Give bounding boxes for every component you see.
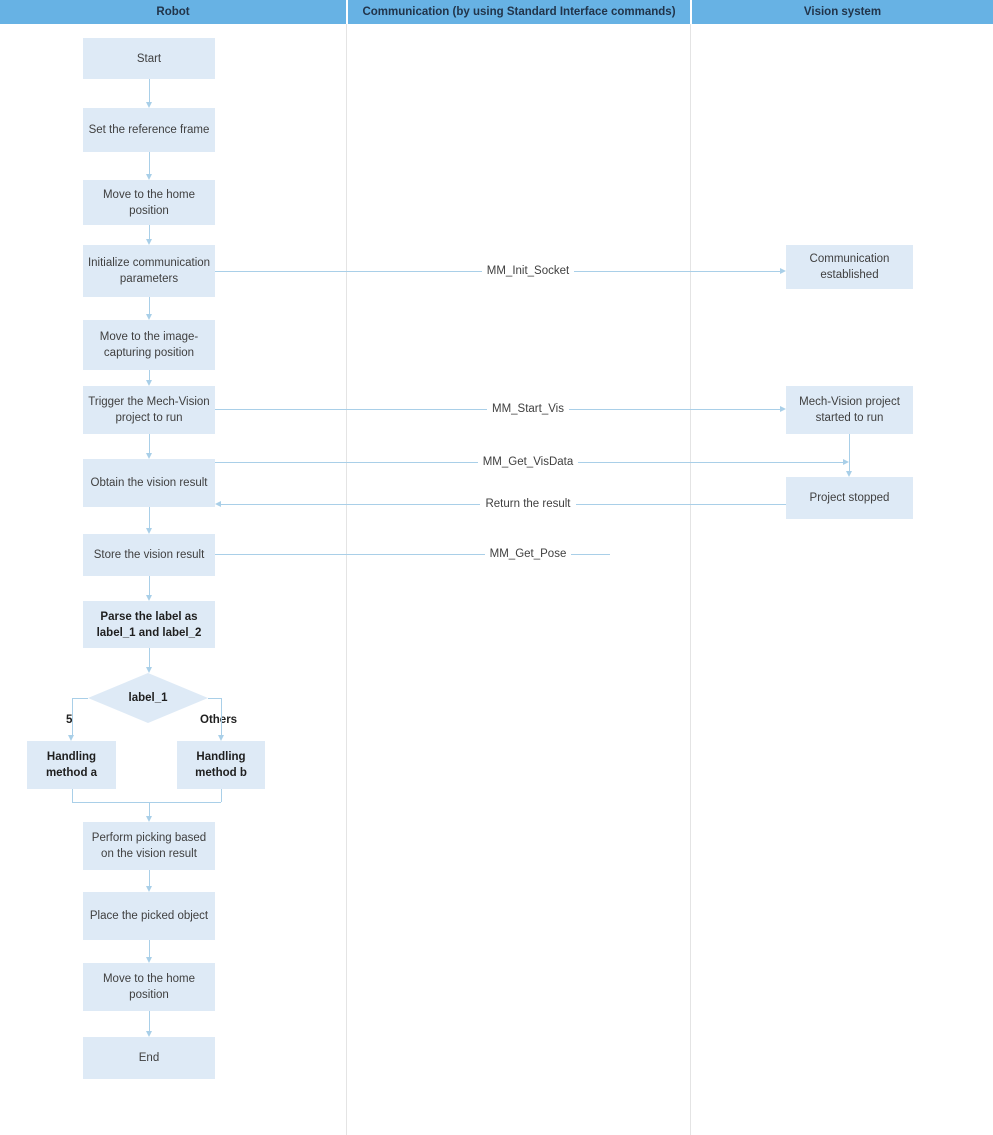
node-handling-a[interactable]: Handling method a [27, 741, 116, 789]
connector-init-comm-to-move-capture [149, 297, 150, 315]
node-label: Parse the label as label_1 and label_2 [96, 610, 202, 639]
connector-set-ref-frame-to-move-home-1 [149, 152, 150, 175]
node-set-ref-frame[interactable]: Set the reference frame [83, 108, 215, 152]
lane-header-vision-system: Vision system [803, 6, 882, 18]
connector-perform-picking-to-place-object [149, 870, 150, 887]
connector-get-pose [215, 554, 610, 555]
connector-decision-right-horizontal [208, 698, 221, 699]
lane-divider-communication-vision [690, 24, 691, 1135]
connector-decision-right-vertical [221, 698, 222, 736]
node-move-home-1[interactable]: Move to the home position [83, 180, 215, 225]
arrowhead-get-visdata [843, 458, 849, 465]
node-label: Set the reference frame [88, 124, 210, 136]
branch-label-branch-5: 5 [66, 714, 73, 726]
connector-place-object-to-move-home-2 [149, 940, 150, 958]
node-label: Move to the home position [102, 973, 196, 1001]
node-start[interactable]: Start [83, 38, 215, 79]
message-label-mm-get-pose: MM_Get_Pose [484, 547, 572, 561]
connector-trigger-vision-to-obtain-result [149, 434, 150, 454]
node-parse-label[interactable]: Parse the label as label_1 and label_2 [83, 601, 215, 648]
connector-decision-left-vertical [71, 698, 73, 736]
connector-move-home-2-to-end [149, 1011, 150, 1032]
node-label: End [138, 1052, 160, 1064]
lane-header-robot: Robot [156, 6, 190, 18]
arrowhead-trigger-vision-to-obtain-result [145, 453, 152, 459]
arrowhead-place-object-to-move-home-2 [145, 957, 152, 963]
node-label: Project stopped [809, 492, 890, 504]
connector-handling-b-down [221, 789, 222, 802]
node-label: Mech-Vision project started to run [799, 396, 900, 424]
arrowhead-init-socket [780, 267, 786, 274]
connector-vision-started-to-stopped [849, 434, 850, 472]
arrowhead-perform-picking-to-place-object [145, 886, 152, 892]
node-place-object[interactable]: Place the picked object [83, 892, 215, 940]
arrowhead-set-ref-frame-to-move-home-1 [145, 174, 152, 180]
header-separator-right [690, 0, 692, 24]
arrowhead-vision-started-to-stopped [845, 471, 852, 477]
diamond-shape [88, 673, 208, 723]
node-project-started[interactable]: Mech-Vision project started to run [786, 386, 913, 434]
lane-header-band [0, 0, 993, 24]
branch-label-branch-others: Others [200, 714, 238, 726]
header-separator-left [346, 0, 348, 24]
connector-decision-left-horizontal [71, 698, 88, 699]
node-init-comm[interactable]: Initialize communication parameters [83, 245, 215, 297]
node-label: Handling method b [195, 751, 247, 779]
arrowhead-start-to-set-ref-frame [145, 102, 152, 108]
node-label: Trigger the Mech-Vision project to run [88, 396, 210, 424]
node-label: Move to the image-capturing position [99, 331, 199, 359]
arrowhead-move-home-1-to-init-comm [145, 239, 152, 245]
node-project-stopped[interactable]: Project stopped [786, 477, 913, 519]
node-move-home-2[interactable]: Move to the home position [83, 963, 215, 1011]
node-label: Start [136, 52, 162, 65]
arrowhead-init-comm-to-move-capture [145, 314, 152, 320]
node-label: Obtain the vision result [90, 477, 208, 489]
node-label: Store the vision result [93, 549, 205, 561]
lane-divider-robot-communication [346, 24, 347, 1135]
node-perform-picking[interactable]: Perform picking based on the vision resu… [83, 822, 215, 870]
node-end[interactable]: End [83, 1037, 215, 1079]
connector-obtain-result-to-store-result [149, 507, 150, 529]
arrowhead-decision-to-handling-b [217, 735, 224, 741]
message-label-mm-start-vis: MM_Start_Vis [486, 402, 569, 416]
decision-label-1-decision[interactable]: label_1 [88, 673, 208, 723]
node-handling-b[interactable]: Handling method b [177, 741, 265, 789]
decision-label: label_1 [128, 692, 168, 704]
node-label: Perform picking based on the vision resu… [91, 832, 207, 860]
node-label: Initialize communication parameters [87, 257, 211, 285]
connector-merge-to-picking [149, 802, 150, 817]
arrowhead-return-result [215, 500, 221, 507]
node-label: Handling method a [45, 751, 98, 779]
node-comm-established[interactable]: Communication established [786, 245, 913, 289]
node-move-capture[interactable]: Move to the image-capturing position [83, 320, 215, 370]
arrowhead-obtain-result-to-store-result [145, 528, 152, 534]
node-trigger-vision[interactable]: Trigger the Mech-Vision project to run [83, 386, 215, 434]
arrowhead-move-capture-to-trigger-vision [145, 380, 152, 386]
node-obtain-result[interactable]: Obtain the vision result [83, 459, 215, 507]
arrowhead-decision-to-handling-a [68, 735, 74, 741]
connector-merge-horizontal [71, 802, 221, 803]
connector-store-result-to-parse-label [149, 576, 150, 596]
connector-handling-a-down [71, 789, 73, 802]
arrowhead-start-vis [780, 405, 786, 412]
arrowhead-parse-to-decision [145, 667, 152, 673]
node-label: Place the picked object [89, 910, 209, 922]
arrowhead-merge-to-picking [145, 816, 152, 822]
message-label-mm-init-socket: MM_Init_Socket [481, 264, 575, 278]
node-label: Communication established [809, 253, 890, 281]
connector-start-to-set-ref-frame [149, 79, 150, 103]
node-label: Move to the home position [102, 188, 196, 217]
message-label-return-result: Return the result [480, 497, 576, 511]
connector-parse-to-decision [149, 648, 150, 668]
connector-move-capture-to-trigger-vision [149, 370, 150, 381]
arrowhead-store-result-to-parse-label [145, 595, 152, 601]
lane-header-communication: Communication (by using Standard Interfa… [362, 6, 676, 18]
node-store-result[interactable]: Store the vision result [83, 534, 215, 576]
message-label-mm-get-visdata: MM_Get_VisData [477, 455, 579, 469]
arrowhead-move-home-2-to-end [145, 1031, 152, 1037]
connector-move-home-1-to-init-comm [149, 225, 150, 240]
